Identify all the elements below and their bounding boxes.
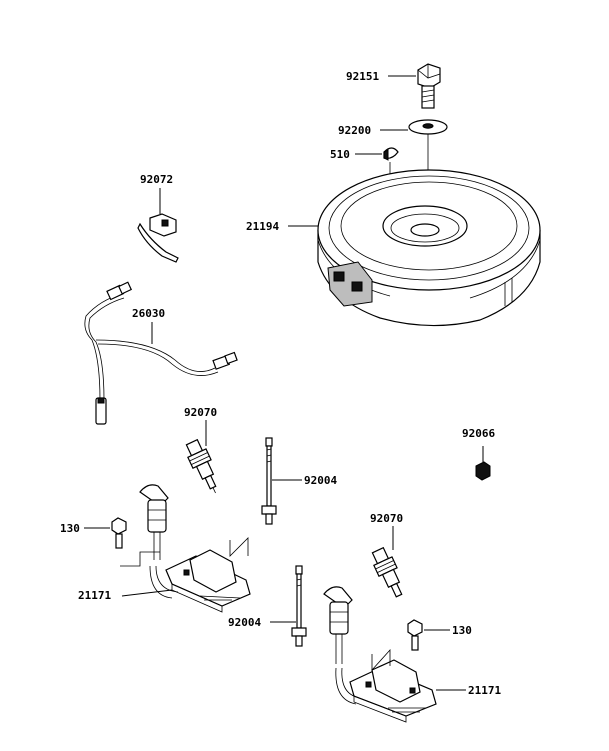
- label-92066: 92066: [462, 427, 495, 440]
- label-92072: 92072: [140, 173, 173, 186]
- ignition-coil-left-21171: [120, 484, 251, 613]
- spark-plug-left-92070: [185, 438, 217, 494]
- bolt-92151: [417, 63, 441, 109]
- label-21194: 21194: [246, 220, 279, 233]
- wire-clip-92072: [137, 213, 179, 263]
- label-92151: 92151: [346, 70, 379, 83]
- washer-92200: [408, 119, 448, 135]
- flywheel-21194: [317, 169, 541, 327]
- label-92004-right: 92004: [228, 616, 261, 629]
- nut-92066: [475, 446, 491, 481]
- bolt-left-130: [111, 517, 127, 549]
- label-92004-left: 92004: [304, 474, 337, 487]
- key-510: [383, 147, 399, 161]
- label-21171-right: 21171: [468, 684, 501, 697]
- label-92200: 92200: [338, 124, 371, 137]
- label-92070-right: 92070: [370, 512, 403, 525]
- ignition-coil-right-21171: [323, 586, 437, 723]
- stud-left-92004: [261, 437, 277, 525]
- label-510: 510: [330, 148, 350, 161]
- bolt-right-130: [407, 619, 423, 651]
- label-21171-left: 21171: [78, 589, 111, 602]
- label-130-left: 130: [60, 522, 80, 535]
- label-92070-left: 92070: [184, 406, 217, 419]
- label-130-right: 130: [452, 624, 472, 637]
- label-26030: 26030: [132, 307, 165, 320]
- spark-plug-right-92070: [371, 546, 403, 598]
- leader-21171-left: [121, 589, 173, 597]
- harness-26030: [84, 281, 238, 425]
- stud-right-92004: [291, 565, 307, 647]
